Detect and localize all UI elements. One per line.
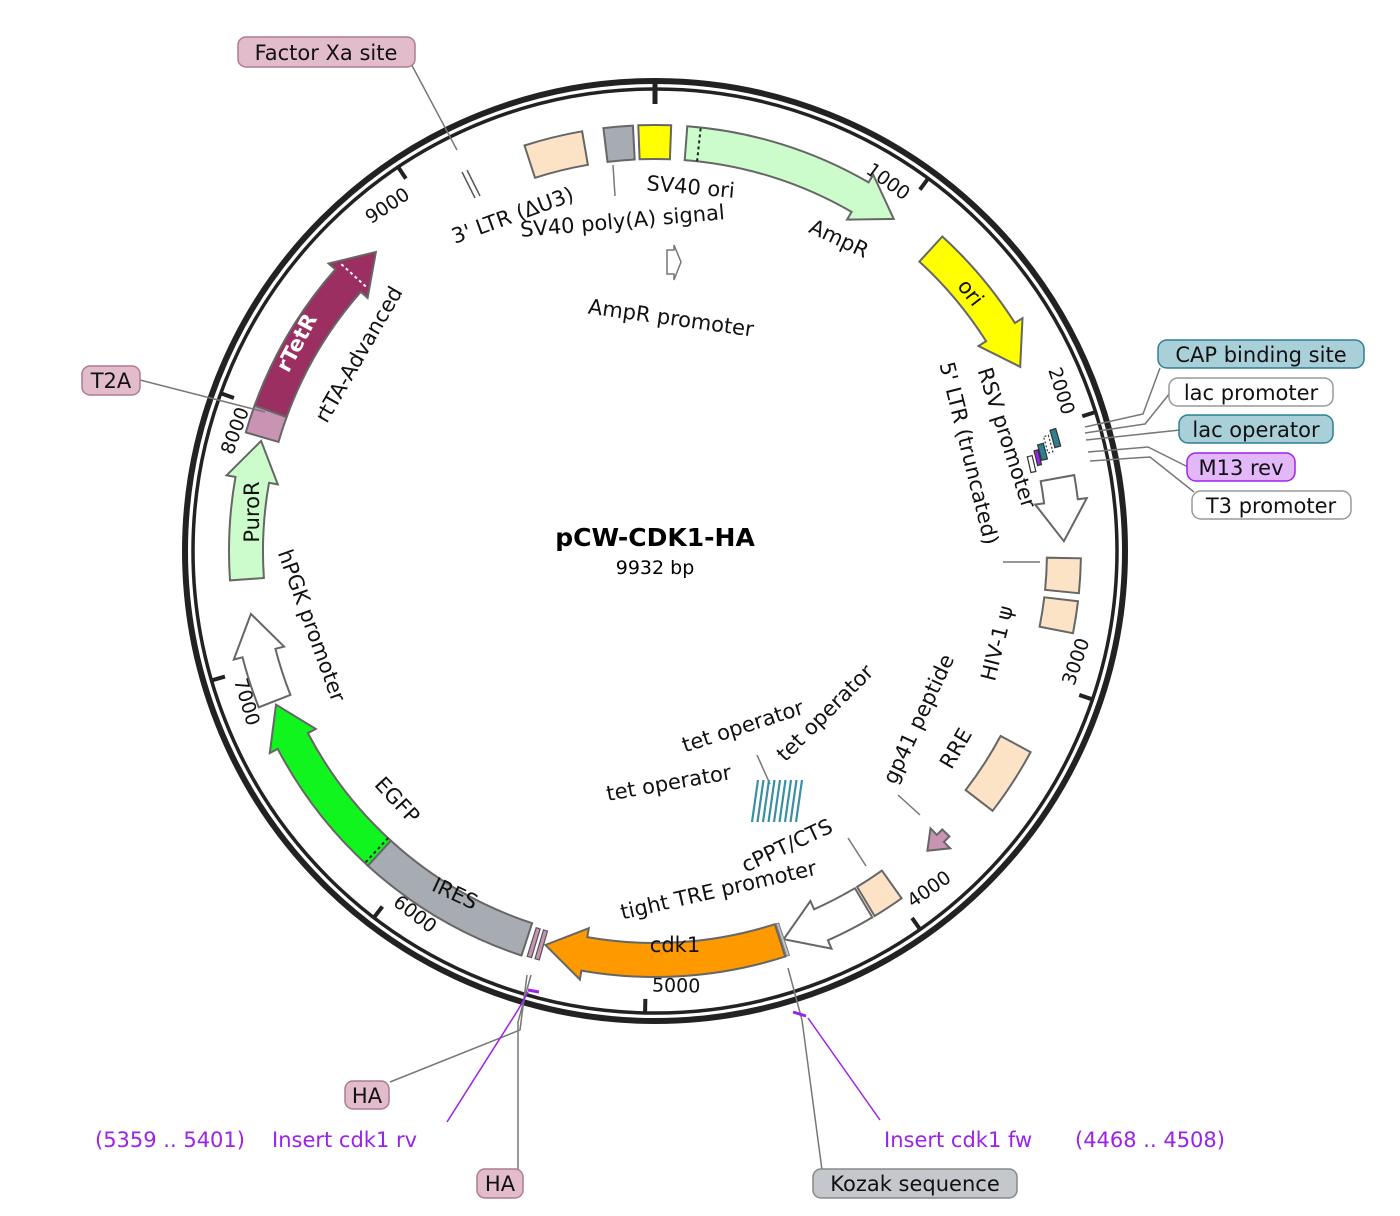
feature-tight-tre-promoter[interactable]	[782, 886, 874, 950]
label-puror: PuroR	[240, 481, 264, 542]
callout-lac-operator[interactable]: lac operator	[1178, 414, 1334, 444]
label-ampr: AmpR	[805, 215, 872, 263]
label-ampr-promoter: AmpR promoter	[587, 295, 756, 342]
tet-operator-mark[interactable]	[772, 779, 782, 823]
plasmid-name: pCW-CDK1-HA	[555, 523, 755, 552]
tet-operator-mark[interactable]	[756, 779, 765, 823]
label-egfp: EGFP	[370, 772, 425, 828]
callout-ha-1[interactable]: HA	[344, 1080, 390, 1110]
feature-cdk1[interactable]	[543, 922, 787, 982]
tick-mark	[220, 391, 235, 400]
callout-label: HA	[352, 1084, 383, 1108]
callout-label: Kozak sequence	[830, 1172, 1000, 1196]
feature-rsv-promoter[interactable]	[1033, 473, 1089, 544]
label-sv40-ori: SV40 ori	[646, 171, 736, 203]
feature-ha[interactable]	[534, 929, 549, 961]
callout-factor-xa[interactable]: Factor Xa site	[237, 36, 416, 68]
tick-mark	[1081, 410, 1097, 419]
callout-lac-promoter[interactable]: lac promoter	[1168, 377, 1334, 407]
tick-label: 4000	[903, 867, 955, 913]
callout-kozak-sequence[interactable]: Kozak sequence	[812, 1168, 1018, 1199]
callout-label: Factor Xa site	[255, 41, 398, 65]
tick-mark	[396, 165, 408, 180]
feature-3-ltr-u3[interactable]	[523, 130, 590, 180]
plasmid-length: 9932 bp	[616, 557, 695, 579]
tet-operator-mark[interactable]	[778, 779, 787, 823]
callout-cap-binding-site[interactable]: CAP binding site	[1157, 339, 1365, 369]
feature-5-ltr-truncated[interactable]	[1044, 556, 1082, 595]
tet-operator-mark[interactable]	[789, 779, 798, 823]
feature-cppt-cts[interactable]	[855, 869, 903, 918]
label-tight-tre: tight TRE promoter	[618, 856, 819, 925]
callout-m13-rev[interactable]: M13 rev	[1186, 452, 1296, 482]
callout-ha-2[interactable]: HA	[476, 1168, 524, 1199]
feature-hiv-1[interactable]	[1038, 596, 1080, 635]
feature-ori[interactable]	[917, 235, 1024, 369]
label-tet-operator-3: tet operator	[604, 760, 733, 806]
primer-rv-name[interactable]: Insert cdk1 rv	[272, 1128, 417, 1152]
tick-label: 5000	[652, 974, 701, 997]
tet-operator-mark[interactable]	[750, 779, 760, 823]
leader-lines	[139, 57, 1195, 1171]
tet-operator-mark[interactable]	[761, 779, 771, 823]
feature-cap-binding-site[interactable]	[1049, 427, 1062, 449]
feature-m13-rev[interactable]	[1033, 449, 1043, 467]
tick-label: 2000	[1043, 365, 1079, 418]
callout-label: T3 promoter	[1205, 494, 1337, 518]
primer-fw-name[interactable]: Insert cdk1 fw	[884, 1128, 1032, 1152]
feature-kozak-sequence[interactable]	[775, 922, 791, 957]
feature-ha[interactable]	[526, 926, 541, 959]
feature-hpgk-promoter[interactable]	[232, 612, 292, 709]
tick-mark	[210, 674, 226, 683]
primer-rv-range[interactable]: (5359 .. 5401)	[95, 1128, 245, 1152]
tet-operator-mark[interactable]	[794, 779, 804, 823]
label-hiv1-psi: HIV-1 ψ	[976, 603, 1018, 683]
feature-sv40-ori[interactable]	[637, 123, 673, 161]
feature-rtetr[interactable]	[253, 250, 378, 419]
label-rre: RRE	[935, 724, 977, 773]
feature-t3-promoter[interactable]	[1026, 454, 1037, 474]
tick-label: 3000	[1058, 635, 1094, 688]
callout-label: lac operator	[1192, 418, 1320, 442]
callout-label: HA	[485, 1172, 516, 1196]
tick-mark	[1078, 693, 1094, 702]
tick-mark	[918, 177, 930, 191]
tet-operator-mark[interactable]	[767, 779, 776, 823]
tick-mark	[910, 916, 922, 931]
feature-lac-operator[interactable]	[1036, 442, 1049, 462]
callout-label: T2A	[90, 369, 132, 393]
feature-lac-promoter[interactable]	[1042, 434, 1054, 454]
label-cdk1: cdk1	[650, 933, 700, 957]
tick-mark	[372, 905, 384, 919]
feature-ampr[interactable]	[683, 125, 896, 221]
feature-egfp[interactable]	[268, 703, 393, 868]
callout-label: CAP binding site	[1175, 343, 1346, 367]
primer-fw-range[interactable]: (4468 .. 4508)	[1075, 1128, 1225, 1152]
feature-puror[interactable]	[224, 439, 280, 582]
callout-t3-promoter[interactable]: T3 promoter	[1191, 490, 1352, 520]
tet-operator-mark[interactable]	[783, 779, 793, 823]
feature-gp41-peptide[interactable]	[926, 826, 953, 852]
callout-label: M13 rev	[1198, 456, 1283, 480]
tet-operator-cluster	[750, 779, 804, 823]
callout-t2a[interactable]: T2A	[81, 365, 141, 396]
feature-sv40-poly-a-signal[interactable]	[602, 124, 636, 164]
feature-ampr-promoter[interactable]	[666, 244, 682, 281]
feature-rre[interactable]	[964, 734, 1032, 813]
callout-label: lac promoter	[1184, 381, 1319, 405]
